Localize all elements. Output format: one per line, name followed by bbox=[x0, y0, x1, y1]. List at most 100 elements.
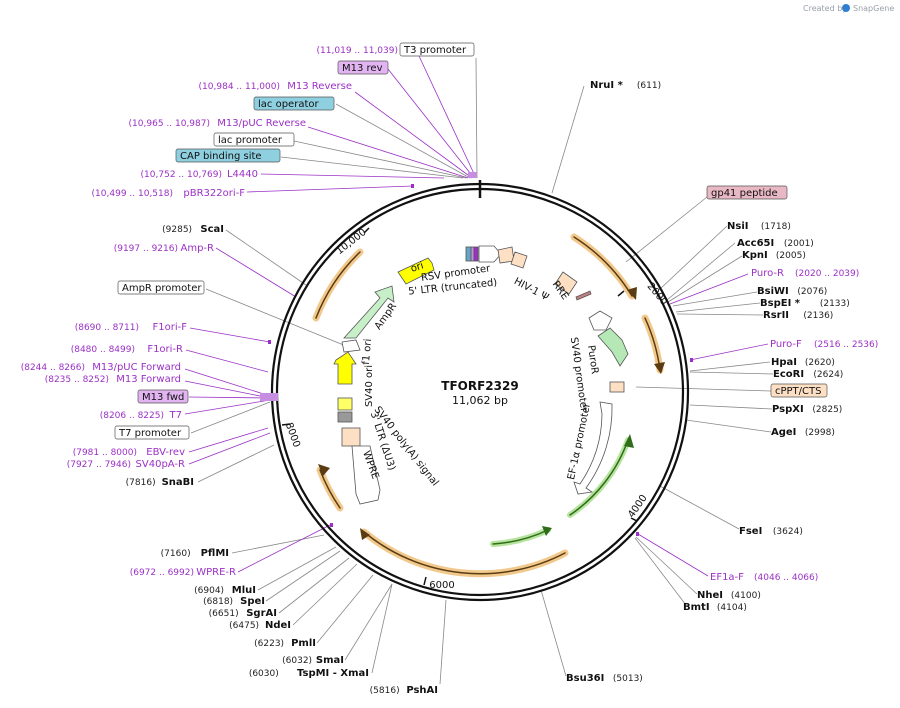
label-text-m13-fwd: M13 fwd bbox=[142, 392, 184, 403]
leader-m13-fwd bbox=[188, 396, 271, 399]
label-pos-m13-puc-forward: (8244 .. 8266) bbox=[21, 363, 85, 373]
label-bspei: BspEI *(2133) bbox=[760, 298, 850, 309]
label-pflmi: PflMI(7160) bbox=[161, 548, 229, 559]
leader-snabi bbox=[197, 444, 275, 483]
label-sv40ori: SV40 ori bbox=[364, 365, 375, 407]
marker-m13-fwd-cluster bbox=[260, 393, 278, 401]
label-pos-m13-reverse: (10,984 .. 11,000) bbox=[199, 82, 280, 92]
label-name-puro-f: Puro-F bbox=[770, 339, 802, 350]
label-pos-bspei: (2133) bbox=[820, 299, 850, 309]
tick-10000: 10,000 bbox=[334, 227, 368, 257]
label-name-pmli: PmlI bbox=[291, 638, 316, 649]
label-tspmi-xmai: TspMI - XmaI(6030) bbox=[249, 668, 369, 679]
label-pos-bsiwi: (2076) bbox=[797, 287, 827, 297]
feat-rre-box bbox=[554, 271, 578, 295]
label-pos-l4440: (10,752 .. 10,769) bbox=[141, 170, 222, 180]
label-box-m13-fwd bbox=[137, 389, 189, 404]
feat-sv40polya-box bbox=[337, 411, 353, 423]
label-name-f1ori-f: F1ori-F bbox=[153, 322, 188, 333]
leader-xmai bbox=[371, 583, 393, 674]
label-name-nsii: NsiI bbox=[727, 221, 748, 232]
label-pos-f1ori-r: (8480 .. 8499) bbox=[71, 345, 135, 355]
feat-ef1a-arrow bbox=[573, 401, 613, 495]
label-text-t7-promoter: T7 promoter bbox=[118, 428, 182, 439]
label-name-acc65i: Acc65I bbox=[737, 238, 774, 249]
leader-nsii bbox=[658, 225, 728, 291]
arc-ampr-outer bbox=[312, 248, 364, 322]
label-pos-pmli: (6223) bbox=[254, 639, 284, 649]
feat-sv40-promoter-arrow bbox=[588, 310, 613, 331]
label-pos-scai: (9285) bbox=[162, 225, 192, 235]
leader-puro-r bbox=[669, 273, 749, 305]
label-name-amp-r: Amp-R bbox=[181, 243, 215, 254]
feat-sv40ori-box bbox=[337, 397, 353, 411]
label-name-pspxi: PspXI bbox=[772, 404, 804, 415]
label-wpre-r: WPRE-R(6972 .. 6992) bbox=[130, 567, 236, 578]
label-name-nrui: NruI * bbox=[590, 80, 624, 91]
leader-rsrii bbox=[676, 313, 764, 316]
label-name-sgrai: SgrAI bbox=[246, 608, 277, 619]
label-t7: T7(8206 .. 8225) bbox=[100, 410, 182, 421]
label-name-fsei: FseI bbox=[739, 526, 762, 537]
tick-mark-2000 bbox=[617, 290, 625, 297]
label-name-sv40pa-r: SV40pA-R bbox=[136, 459, 185, 470]
label-puro-r: Puro-R(2020 .. 2039) bbox=[751, 268, 859, 279]
feat-m13-box bbox=[470, 246, 475, 262]
plasmid-length: 11,062 bp bbox=[452, 394, 508, 407]
label-name-rsrii: RsrII bbox=[763, 310, 789, 321]
label-box-lac-operator bbox=[253, 96, 335, 111]
label-rsrii: RsrII(2136) bbox=[763, 310, 833, 321]
label-hpai: HpaI(2620) bbox=[771, 357, 835, 368]
label-t3-promoter: T3 promoter bbox=[399, 42, 475, 57]
label-hiv-psi: HIV-1 Ψ bbox=[512, 276, 551, 303]
leader-l4440 bbox=[260, 173, 445, 179]
label-text-t3-promoter: T3 promoter bbox=[403, 45, 467, 56]
leader-m13-forward bbox=[184, 380, 271, 399]
tick-mark-10000 bbox=[363, 227, 370, 234]
label-m13-fwd: M13 fwd bbox=[137, 389, 189, 404]
leader-pmli bbox=[316, 574, 374, 644]
label-pos-sgrai: (6651) bbox=[209, 609, 239, 619]
label-t7-promoter: T7 promoter bbox=[114, 425, 190, 440]
snapgene-watermark: Created by SnapGene bbox=[803, 4, 894, 13]
label-name-puro-r: Puro-R bbox=[751, 268, 784, 279]
label-l4440: L4440(10,752 .. 10,769) bbox=[141, 169, 258, 180]
label-pos-f1ori-f: (8690 .. 8711) bbox=[75, 323, 139, 333]
label-m13-reverse: M13 Reverse(10,984 .. 11,000) bbox=[199, 81, 352, 92]
label-box-lac-promoter bbox=[213, 132, 295, 147]
label-name-pshai: PshAI bbox=[406, 685, 438, 696]
leader-pbr322 bbox=[246, 185, 414, 193]
label-name-ebv-rev: EBV-rev bbox=[146, 447, 185, 458]
feat-wpre-arrow bbox=[351, 445, 381, 505]
marker-ef1a-f bbox=[636, 532, 639, 536]
label-puro-f: Puro-F(2516 .. 2536) bbox=[770, 339, 878, 350]
leader-cppt bbox=[635, 386, 772, 392]
label-name-f1ori-r: F1ori-R bbox=[147, 344, 183, 355]
label-pos-nrui: (611) bbox=[637, 81, 661, 91]
label-pos-spei: (6818) bbox=[203, 597, 233, 607]
backbone bbox=[270, 180, 690, 602]
label-pos-smai: (6032) bbox=[282, 656, 312, 666]
label-f1ori: f1 ori bbox=[361, 338, 374, 365]
label-name-bsu36i: Bsu36I bbox=[566, 673, 604, 684]
label-pos-snabi: (7816) bbox=[126, 478, 156, 488]
leader-spei bbox=[265, 550, 341, 602]
leader-m13-rev bbox=[387, 68, 475, 179]
marker-puro-f bbox=[690, 358, 693, 362]
arc-big-bottom-arrow bbox=[360, 528, 370, 540]
arc-env-arrow bbox=[654, 362, 665, 374]
label-ecori: EcoRI(2624) bbox=[773, 369, 843, 380]
leader-lac-operator bbox=[335, 103, 471, 179]
label-mlui: MluI(6904) bbox=[194, 585, 256, 596]
label-text-lac-operator: lac operator bbox=[258, 99, 319, 110]
inner-features bbox=[333, 245, 629, 505]
arc-ampr-outer-line bbox=[315, 251, 361, 319]
watermark-text: Created by bbox=[803, 4, 847, 13]
label-m13-puc-forward: M13/pUC Forward(8244 .. 8266) bbox=[21, 362, 181, 373]
leader-f1ori-f bbox=[189, 327, 271, 343]
arc-green-right-arrow bbox=[624, 434, 634, 448]
label-snabi: SnaBI(7816) bbox=[126, 477, 194, 488]
label-name-wpre-r: WPRE-R bbox=[196, 567, 236, 578]
leader-lines bbox=[184, 55, 774, 685]
